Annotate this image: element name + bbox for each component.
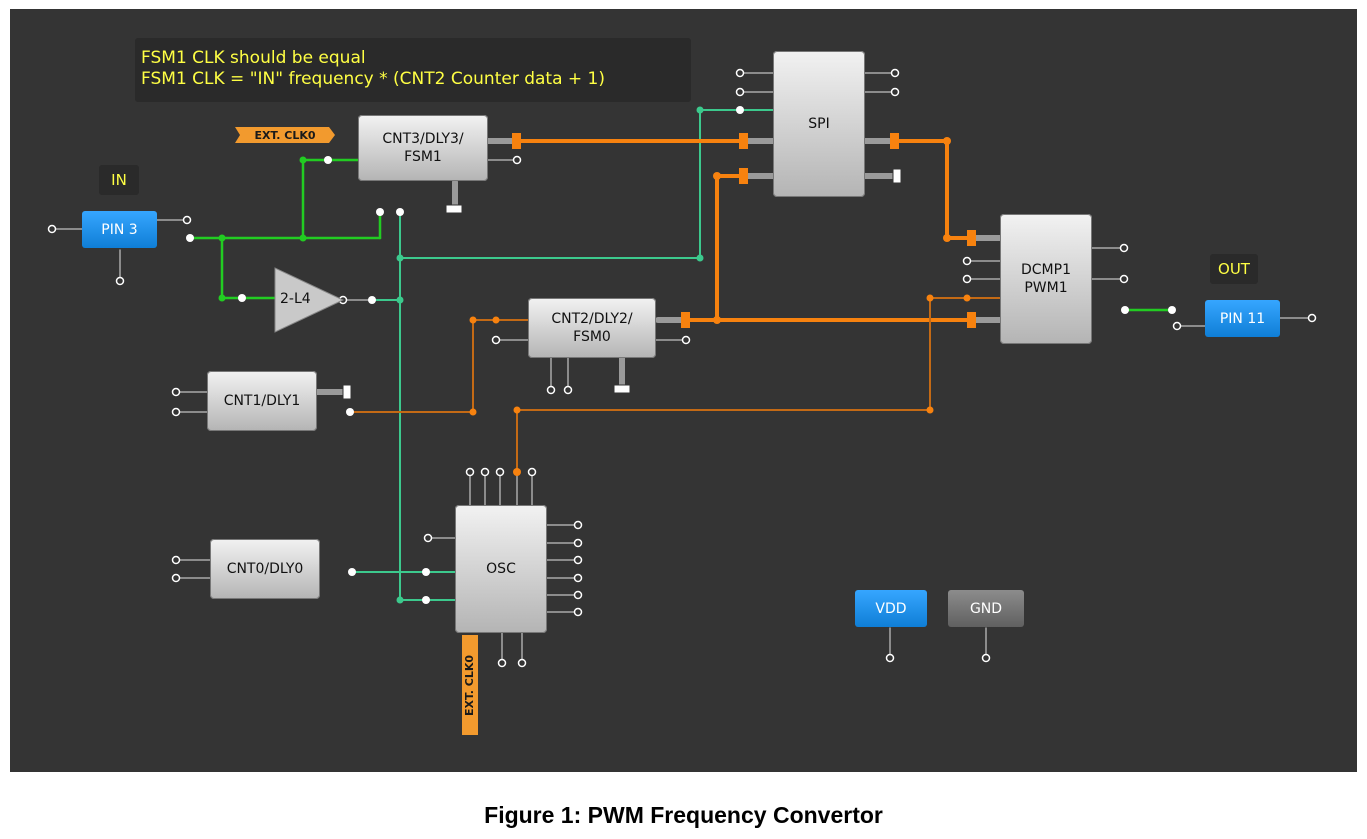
note-line-2: FSM1 CLK = "IN" frequency * (CNT2 Counte… [141,69,605,89]
cnt2-dly2-fsm0-block[interactable]: CNT2/DLY2/FSM0 [528,298,656,358]
open-ports [47,68,1317,668]
cnt1-dly1-block[interactable]: CNT1/DLY1 [207,371,317,431]
lut-label[interactable]: 2-L4 [280,291,311,307]
wire-layer [47,68,1317,668]
in-label: IN [99,165,139,195]
vdd-pin[interactable]: VDD [855,590,927,627]
osc-block[interactable]: OSC [455,505,547,633]
gnd-pin[interactable]: GND [948,590,1024,627]
connected-ports [186,106,1176,604]
dark-orange-net [349,297,1001,473]
comment-note: FSM1 CLK should be equal FSM1 CLK = "IN"… [135,38,691,102]
ext-clk-label-top: EXT. CLK0 [235,127,335,143]
bus-terminals [512,133,976,328]
orange-net [516,139,1002,322]
cnt0-dly0-block[interactable]: CNT0/DLY0 [210,539,320,599]
out-label: OUT [1210,254,1258,284]
figure-caption: Figure 1: PWM Frequency Convertor [484,802,883,828]
grey-bars [314,138,1003,395]
note-line-1: FSM1 CLK should be equal [141,48,366,68]
ext-clk-label-bottom: EXT. CLK0 [462,635,478,735]
port-stubs [51,72,1313,664]
bus-ends [342,168,902,400]
lut-triangle [274,267,345,333]
junction-dots [218,106,971,604]
pin-3[interactable]: PIN 3 [82,211,157,248]
cnt3-dly3-fsm1-block[interactable]: CNT3/DLY3/FSM1 [358,115,488,181]
spi-block[interactable]: SPI [773,51,865,197]
pin-11[interactable]: PIN 11 [1205,300,1280,337]
schematic-canvas[interactable]: FSM1 CLK should be equal FSM1 CLK = "IN"… [10,9,1357,772]
